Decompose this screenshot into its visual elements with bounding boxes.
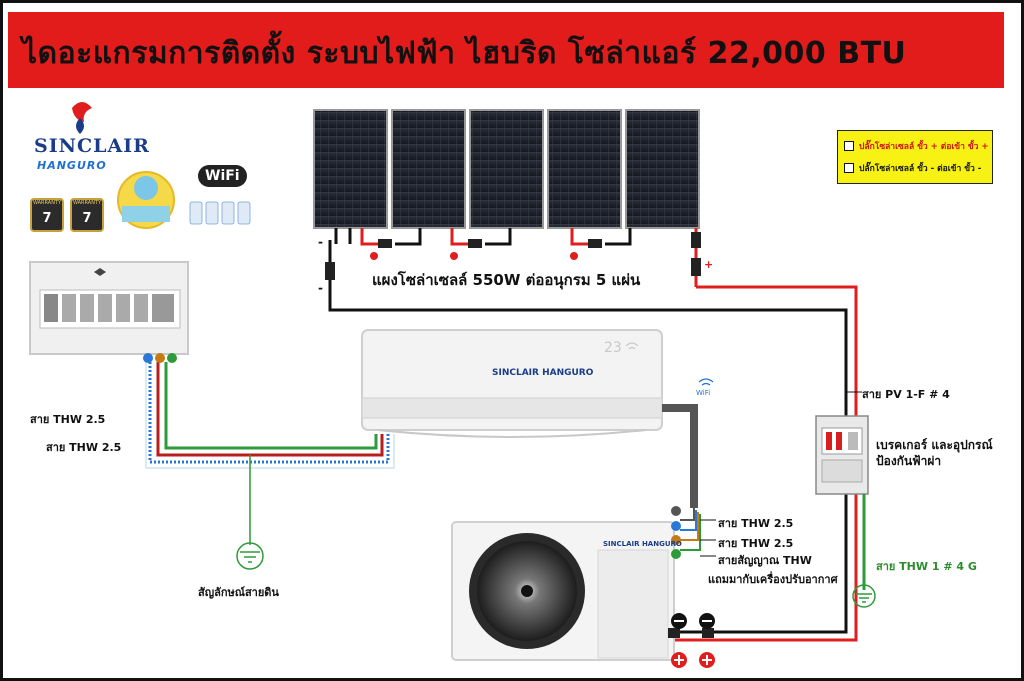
legend-positive-text: ปลั๊กโซล่าเซลล์ ขั้ว + ต่อเข้า ขั้ว + bbox=[859, 142, 989, 152]
title-bar bbox=[8, 12, 1004, 88]
positive-cable bbox=[696, 285, 858, 418]
indoor-unit-brand: SINCLAIR HANGURO bbox=[492, 368, 594, 378]
breaker-box bbox=[815, 415, 869, 495]
brand-name: SINCLAIR bbox=[34, 135, 150, 157]
warranty-badge-1: WARRANTY 7 bbox=[30, 198, 64, 232]
wifi-badge: WiFi bbox=[198, 165, 247, 187]
terminal-n bbox=[143, 353, 153, 363]
negative-cable bbox=[328, 300, 848, 418]
phone-icons bbox=[189, 201, 251, 225]
label-ground-cable: สาย THW 1 # 4 G bbox=[876, 560, 977, 573]
legend-positive-row: ปลั๊กโซล่าเซลล์ ขั้ว + ต่อเข้า ขั้ว + bbox=[844, 135, 989, 157]
polarity-legend: ปลั๊กโซล่าเซลล์ ขั้ว + ต่อเข้า ขั้ว + ปล… bbox=[837, 130, 993, 184]
label-left-thw-g: สาย THW 2.5 bbox=[46, 441, 122, 454]
interconnect-cable bbox=[662, 404, 698, 508]
terminal-g bbox=[167, 353, 177, 363]
dc-cables bbox=[328, 285, 858, 642]
svg-text:-: - bbox=[318, 281, 323, 295]
outdoor-ac-unit bbox=[451, 521, 675, 661]
ground-symbol-right bbox=[852, 584, 876, 608]
label-out-thw-g: สาย THW 2.5 bbox=[718, 517, 794, 530]
brand-subname: HANGURO bbox=[37, 159, 107, 172]
label-breaker: เบรคเกอร์ และอุปกรณ์ bbox=[876, 438, 993, 452]
label-left-thw-ln: สาย THW 2.5 bbox=[30, 413, 106, 426]
interconnect-wires bbox=[680, 508, 701, 551]
dc-polarity-markers bbox=[668, 613, 715, 668]
label-out-thw-nl: สาย THW 2.5 bbox=[718, 537, 794, 550]
ground-symbol-left bbox=[236, 542, 264, 570]
solar-panel-2 bbox=[391, 109, 466, 229]
outdoor-terminal-g bbox=[671, 549, 681, 559]
solar-panel-1 bbox=[313, 109, 388, 229]
solar-panel-array bbox=[313, 109, 700, 229]
warranty-badge-2: WARRANTY 7 bbox=[70, 198, 104, 232]
wifi-icon-small bbox=[698, 378, 714, 386]
legend-checkbox-icon bbox=[844, 141, 854, 151]
sinclair-logo-icon bbox=[72, 102, 92, 134]
label-breaker-2: ป้องกันฟ้าผ่า bbox=[876, 454, 942, 468]
label-signal: สายสัญญาณ THW bbox=[718, 554, 812, 567]
page-title: ไดอะแกรมการติดตั้ง ระบบไฟฟ้า ไฮบริด โซล่… bbox=[22, 36, 907, 71]
solar-panel-caption: แผงโซล่าเซลล์ 550W ต่ออนุกรม 5 แผ่น bbox=[372, 271, 641, 289]
label-signal-2: แถมมากับเครื่องปรับอากาศ bbox=[708, 573, 838, 586]
ground-cable bbox=[164, 362, 378, 450]
label-ground-symbol: สัญลักษณ์สายดิน bbox=[198, 586, 279, 599]
energy-label-icon bbox=[117, 171, 175, 229]
outdoor-terminal-n bbox=[671, 521, 681, 531]
ac-supply-cables bbox=[145, 362, 395, 469]
solar-panel-4 bbox=[547, 109, 622, 229]
live-cable bbox=[156, 362, 384, 457]
outdoor-terminal-l bbox=[671, 535, 681, 545]
outdoor-terminal-1 bbox=[671, 506, 681, 516]
svg-text:+: + bbox=[704, 258, 713, 271]
label-pv-cable: สาย PV 1-F # 4 bbox=[862, 388, 950, 401]
svg-text:-: - bbox=[318, 235, 323, 249]
legend-negative-row: ปลั๊กโซล่าเซลล์ ขั้ว - ต่อเข้า ขั้ว - bbox=[844, 157, 986, 179]
indoor-temp-display: 23 bbox=[604, 340, 622, 356]
outdoor-unit-brand: SINCLAIR HANGURO bbox=[603, 540, 682, 548]
legend-negative-text: ปลั๊กโซล่าเซลล์ ขั้ว - ต่อเข้า ขั้ว - bbox=[859, 164, 982, 174]
wifi-caption: WiFi bbox=[696, 389, 711, 397]
solar-panel-5 bbox=[625, 109, 700, 229]
indoor-wifi-icon bbox=[625, 342, 639, 350]
series-connectors: - - + bbox=[318, 228, 713, 300]
legend-checkbox-icon bbox=[844, 163, 854, 173]
terminal-l bbox=[155, 353, 165, 363]
consumer-unit bbox=[29, 261, 189, 355]
solar-panel-3 bbox=[469, 109, 544, 229]
neutral-cable bbox=[148, 362, 390, 464]
indoor-ac-unit bbox=[361, 329, 663, 438]
